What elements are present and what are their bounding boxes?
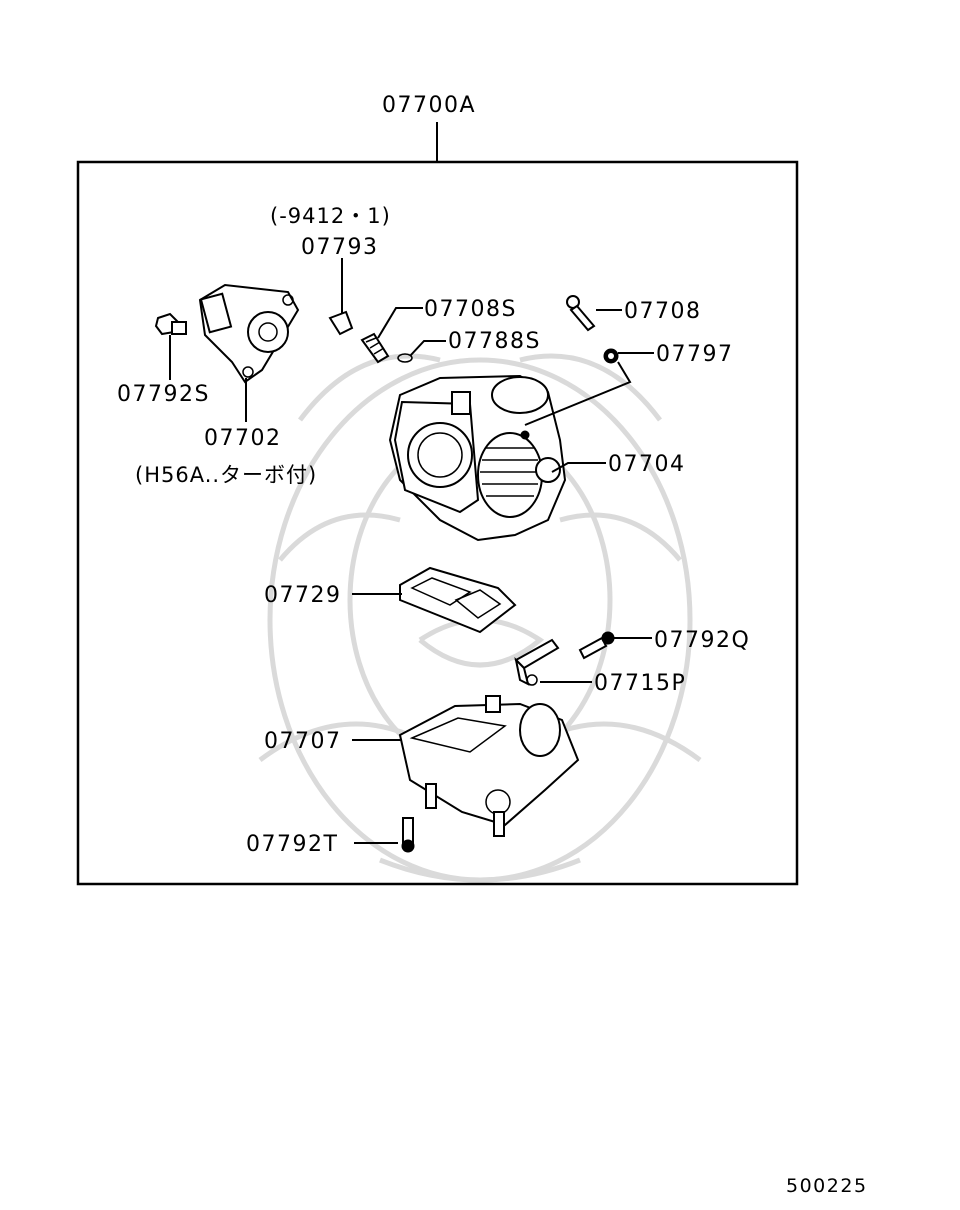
part-label-07793: 07793 [301,235,379,260]
part-label-07792t: 07792T [246,832,338,857]
part-label-07792q: 07792Q [654,628,750,653]
throttle-position-sensor [198,283,300,384]
sensor-screw [154,312,187,336]
cap-part [328,310,354,336]
date-note: (-9412・1) [270,204,391,228]
o-ring [397,353,413,363]
bracket-part [514,638,560,686]
part-label-07797: 07797 [656,342,734,367]
part-label-07788s: 07788S [448,329,541,354]
adjust-screw [360,332,390,364]
lower-screw [401,817,415,853]
part-label-07708: 07708 [624,299,702,324]
part-label-07704: 07704 [608,452,686,477]
lower-body [398,695,580,837]
assembly-label: 07700A [382,93,476,118]
part-label-07792s: 07792S [117,382,210,407]
bolt-part [566,295,596,332]
bracket-bolt [578,631,615,660]
leader-07788s [409,340,446,357]
assembly-frame [76,160,799,886]
part-label-07729: 07729 [264,583,342,608]
nut-part [603,348,619,364]
figure-number: 500225 [786,1175,868,1197]
leader-07704 [551,462,606,473]
throttle-body [388,374,567,542]
gasket [399,566,517,634]
part-label-07707: 07707 [264,729,342,754]
model-note: (H56A..ターボ付) [135,463,317,487]
part-label-07708s: 07708S [424,297,517,322]
part-label-07715p: 07715P [594,671,686,696]
part-label-07702: 07702 [204,426,282,451]
leader-07708s [377,307,423,339]
leader-07797-body [524,361,632,426]
